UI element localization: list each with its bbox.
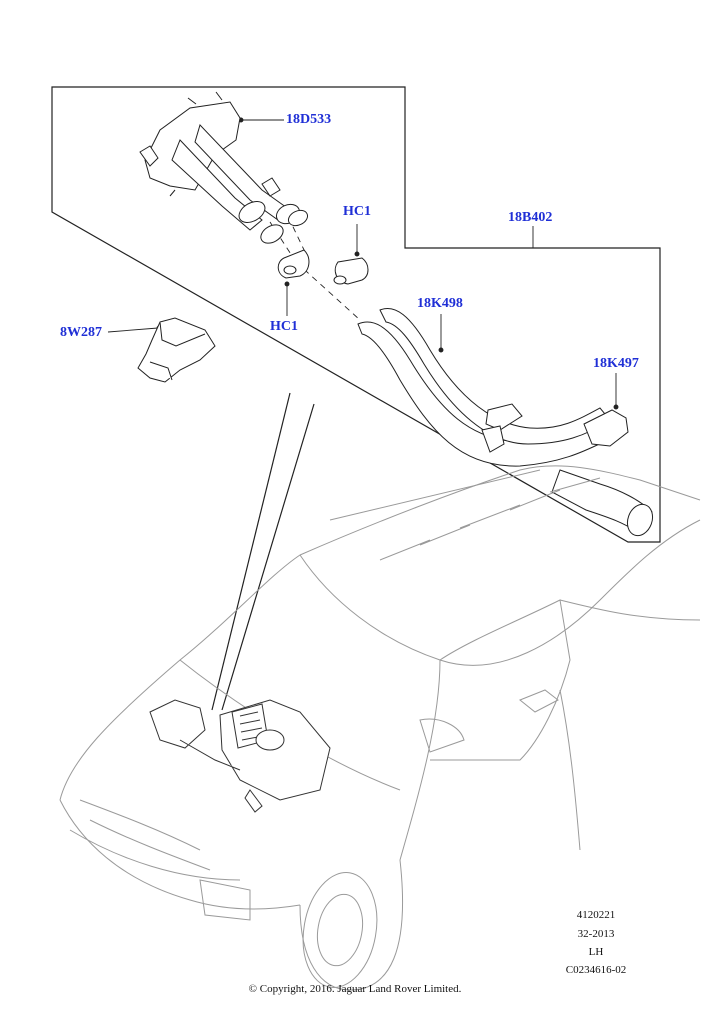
callout-HC1-top[interactable]: HC1 [343, 204, 371, 219]
zoom-leader-lines [211, 392, 315, 711]
vehicle-outline [59, 465, 701, 991]
callout-18K498[interactable]: 18K498 [417, 296, 463, 311]
reference-line-4: C0234616-02 [565, 964, 627, 976]
bracket-8W287 [137, 317, 216, 383]
reference-line-2: 32-2013 [577, 928, 615, 940]
hvac-module-in-vehicle [149, 699, 331, 813]
callout-18B402[interactable]: 18B402 [508, 210, 553, 225]
copyright-notice: © Copyright, 2016. Jaguar Land Rover Lim… [248, 983, 462, 995]
heater-hose-assembly [357, 308, 654, 537]
hose-clamp-hc1-left [277, 249, 310, 279]
callout-HC1-bottom[interactable]: HC1 [270, 319, 298, 334]
callout-18D533[interactable]: 18D533 [286, 112, 332, 127]
callout-18K497[interactable]: 18K497 [593, 356, 639, 371]
leader-lines [107, 117, 619, 410]
detail-frame [51, 86, 661, 543]
heater-manifold-18D533 [139, 91, 309, 244]
callout-8W287[interactable]: 8W287 [60, 325, 102, 340]
reference-line-3: LH [588, 946, 604, 958]
hose-clamp-hc1-right [333, 257, 369, 285]
reference-line-1: 4120221 [576, 909, 616, 921]
